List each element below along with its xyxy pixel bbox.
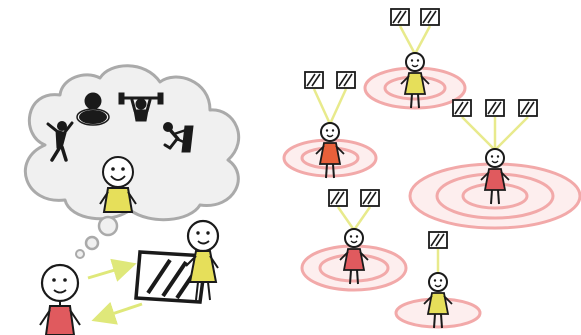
rating-card-icon xyxy=(329,190,347,206)
card-link xyxy=(354,207,370,230)
rating-card-icon xyxy=(305,72,323,88)
card-link xyxy=(338,207,354,230)
network-panel xyxy=(284,9,580,328)
exchange-arrows xyxy=(88,266,142,318)
card-link xyxy=(462,117,495,150)
network-figure-right xyxy=(410,100,580,228)
network-figure-left xyxy=(284,72,376,178)
network-figure-top xyxy=(365,9,465,108)
rating-card-icon xyxy=(391,9,409,25)
network-figure-bottom-left xyxy=(302,190,406,290)
rating-card-icon xyxy=(486,100,504,116)
rating-card-icon xyxy=(421,9,439,25)
rating-card-icon xyxy=(453,100,471,116)
card-link xyxy=(330,89,346,124)
rating-card-icon xyxy=(519,100,537,116)
left-person-figure xyxy=(40,265,80,335)
rating-card-icon xyxy=(429,232,447,248)
network-figure-bottom-right xyxy=(396,232,480,328)
card-link xyxy=(314,89,330,124)
card-link xyxy=(400,26,415,54)
card-link xyxy=(495,117,528,150)
rating-card-icon xyxy=(361,190,379,206)
card-link xyxy=(415,26,430,54)
rating-card-icon xyxy=(337,72,355,88)
